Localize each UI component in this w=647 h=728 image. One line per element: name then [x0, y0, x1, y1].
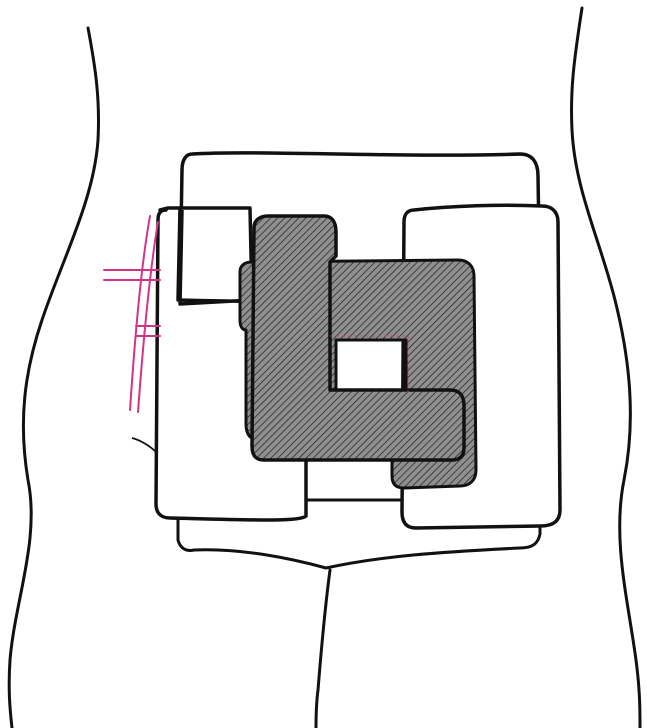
hole-guide-dashed [330, 336, 408, 394]
left-torso-edge [9, 28, 98, 728]
magenta-tape-lines [104, 216, 160, 412]
tape-line-vertical-2 [138, 222, 158, 412]
right-torso-edge [571, 8, 640, 728]
gluteal-cleft [316, 570, 330, 728]
left-pad-tick [132, 438, 156, 452]
